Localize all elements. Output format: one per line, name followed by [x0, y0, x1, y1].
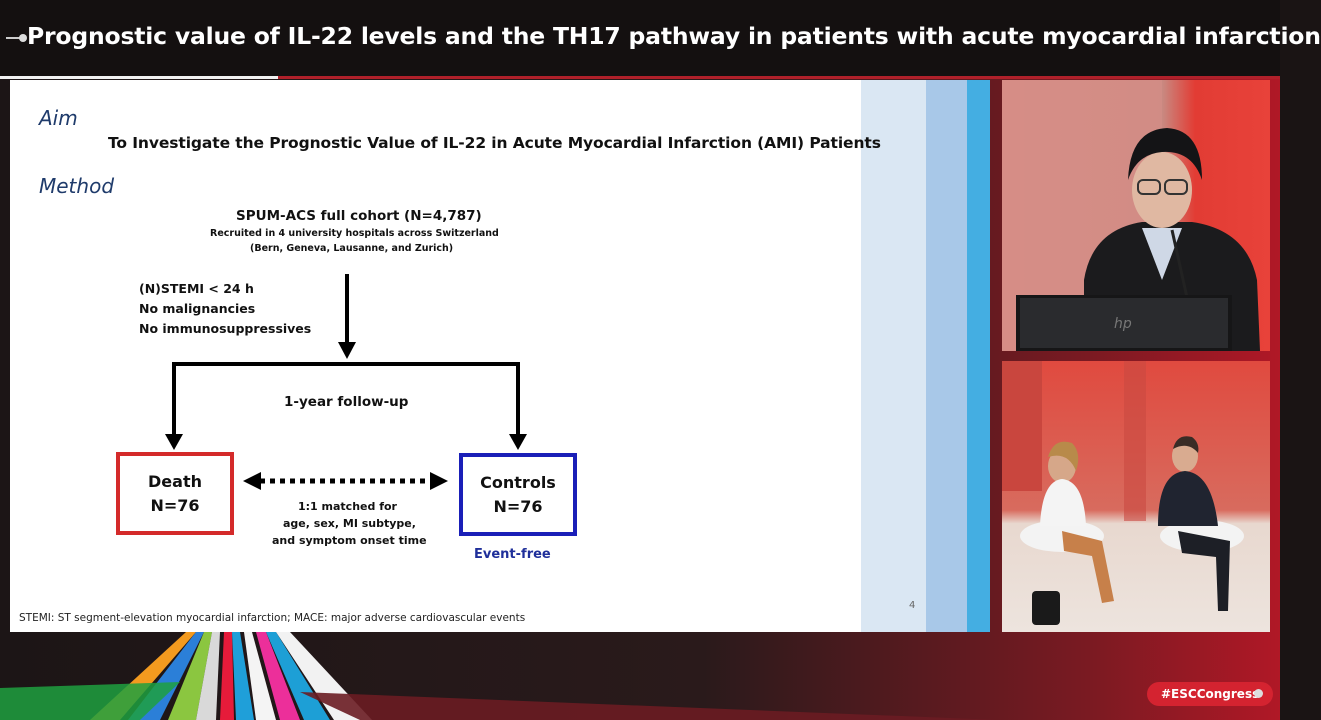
inclusion-criterion: (N)STEMI < 24 h	[139, 281, 254, 296]
method-heading: Method	[39, 174, 115, 198]
slide-footnote: STEMI: ST segment-elevation myocardial i…	[19, 612, 526, 624]
matching-arrowhead-right	[430, 472, 448, 490]
matching-note: 1:1 matched for	[298, 500, 397, 513]
title-bullet-icon	[6, 34, 27, 42]
aim-statement: To Investigate the Prognostic Value of I…	[108, 134, 881, 152]
death-arrowhead	[165, 434, 183, 450]
title-bar: Prognostic value of IL-22 levels and the…	[0, 0, 1321, 76]
cohort-cities: (Bern, Geneva, Lausanne, and Zurich)	[250, 243, 454, 254]
title-underline	[0, 76, 278, 79]
death-label: Death	[148, 472, 202, 492]
aim-heading: Aim	[39, 106, 78, 130]
panel-figures	[1002, 361, 1244, 625]
flowchart-arrows	[165, 274, 527, 490]
speaker-figure: hp	[1002, 80, 1260, 351]
conference-hashtag: #ESCCongress	[1147, 682, 1274, 706]
slide-page-number: 4	[909, 600, 916, 611]
death-count: N=76	[150, 495, 200, 515]
death-group-box: Death N=76	[116, 452, 234, 535]
inclusion-criterion: No immunosuppressives	[139, 321, 312, 336]
cohort-arrowhead	[338, 342, 356, 359]
session-title: Prognostic value of IL-22 levels and the…	[27, 22, 1321, 50]
controls-arrowhead	[509, 434, 527, 450]
controls-group-box: Controls N=76	[459, 453, 577, 536]
cohort-subtitle: Recruited in 4 university hospitals acro…	[210, 228, 499, 239]
title-underline-accent	[278, 76, 1280, 79]
speaker-video: hp	[1002, 80, 1270, 351]
inclusion-criterion: No malignancies	[139, 301, 256, 316]
matching-note: age, sex, MI subtype,	[283, 517, 416, 530]
controls-count: N=76	[493, 496, 543, 516]
followup-label: 1-year follow-up	[284, 394, 409, 410]
panel-video	[1002, 361, 1270, 632]
conference-decor-stripes	[0, 632, 1000, 720]
svg-text:hp: hp	[1114, 316, 1132, 332]
controls-label: Controls	[480, 473, 556, 493]
cohort-title: SPUM-ACS full cohort (N=4,787)	[236, 208, 482, 224]
slide-side-stripes	[861, 80, 990, 632]
followup-bracket	[172, 362, 520, 442]
presentation-slide: Aim To Investigate the Prognostic Value …	[10, 80, 990, 632]
hashtag-dot-icon	[1254, 689, 1263, 698]
matching-note: and symptom onset time	[272, 534, 427, 547]
event-free-label: Event-free	[474, 547, 551, 562]
matching-arrowhead-left	[243, 472, 261, 490]
